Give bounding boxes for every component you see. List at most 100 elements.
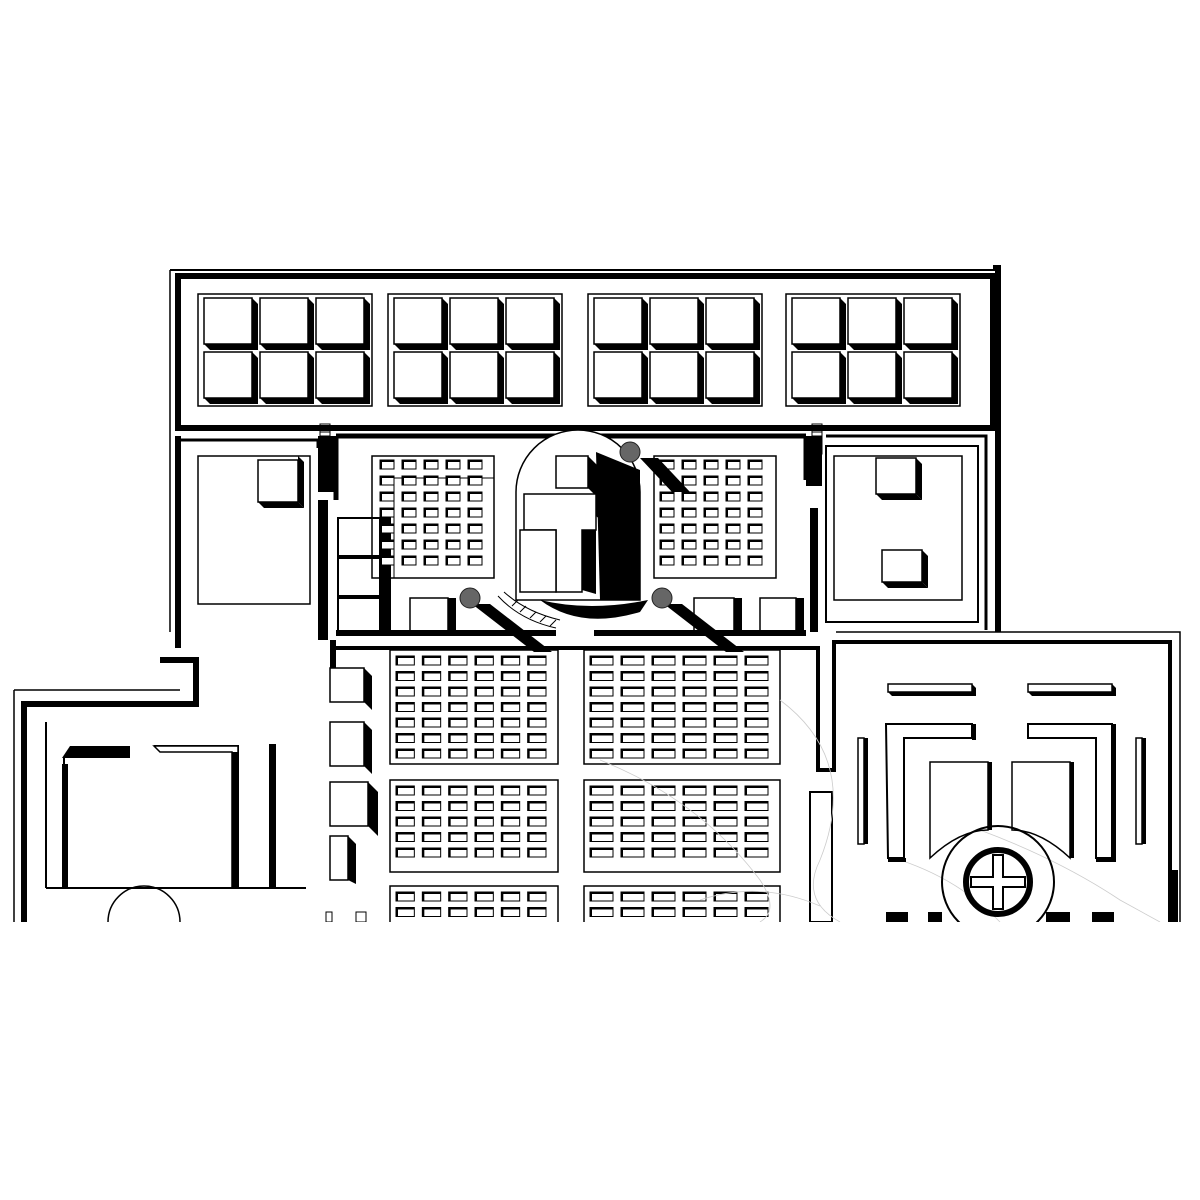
grave-shadow (527, 817, 546, 826)
grave-shadow (422, 801, 441, 811)
tomb-block (847, 297, 897, 345)
circular-cross (941, 825, 1055, 922)
grave-shadow (422, 687, 441, 696)
grave-shadow (422, 907, 441, 917)
grave-shadow (621, 687, 644, 696)
grave-shadow (726, 476, 740, 485)
grave-shadow (396, 892, 415, 901)
grave-shadow (501, 832, 520, 842)
tomb-block (315, 297, 365, 345)
grave-shadow (652, 786, 675, 795)
grave-shadow (652, 656, 675, 665)
grave-shadow (748, 476, 762, 485)
tomb-block (259, 351, 309, 399)
grave-shadow (475, 786, 494, 795)
grave-shadow (590, 848, 613, 857)
grave-shadow (745, 801, 768, 811)
grid-frame (583, 779, 781, 873)
grave-shadow (652, 749, 675, 758)
grave-shadow (448, 687, 467, 696)
grave-shadow (396, 801, 415, 811)
grave-shadow (590, 801, 613, 811)
grave-shadow (683, 687, 706, 696)
grave-shadow (448, 892, 467, 901)
grave-shadow (501, 671, 520, 681)
grave-shadow (683, 718, 706, 727)
grave-shadow (714, 907, 737, 917)
grave-shadow (652, 687, 675, 696)
grave-shadow (704, 492, 718, 501)
grave-shadow (682, 492, 696, 501)
grave-shadow (380, 540, 394, 549)
grave-shadow (446, 508, 460, 517)
grave-shadow (726, 508, 740, 517)
grave-shadow (501, 749, 520, 758)
grave-shadow (714, 801, 737, 811)
grave-shadow (422, 848, 441, 857)
tomb-block (705, 297, 755, 345)
grave-shadow (422, 749, 441, 758)
grave-shadow (446, 524, 460, 533)
grave-shadow (652, 892, 675, 901)
grave-shadow (402, 476, 416, 485)
tomb-block (505, 297, 555, 345)
grave-shadow (448, 702, 467, 712)
grave-shadow (501, 848, 520, 857)
grave-shadow (726, 492, 740, 501)
tree-icon (459, 587, 481, 609)
grave-shadow (714, 848, 737, 857)
grave-shadow (527, 801, 546, 811)
grave-shadow (748, 492, 762, 501)
grave-shadow (621, 656, 644, 665)
grave-shadow (621, 749, 644, 758)
grave-shadow (527, 687, 546, 696)
tomb-block (593, 297, 643, 345)
grave-shadow (714, 687, 737, 696)
grave-shadow (714, 832, 737, 842)
grave-shadow (621, 718, 644, 727)
grave-shadow (422, 718, 441, 727)
grave-shadow (448, 817, 467, 826)
tomb-block (791, 351, 841, 399)
grave-shadow (468, 492, 482, 501)
grave-shadow (590, 892, 613, 901)
grave-shadow (501, 907, 520, 917)
grave-shadow (527, 749, 546, 758)
grave-shadow (446, 492, 460, 501)
grave-shadow (501, 687, 520, 696)
grave-shadow (745, 656, 768, 665)
grave-shadow (745, 817, 768, 826)
tomb-block (791, 297, 841, 345)
grave-shadow (396, 817, 415, 826)
grave-shadow (683, 801, 706, 811)
grave-shadow (422, 832, 441, 842)
grave-shadow (683, 848, 706, 857)
tomb-block (903, 297, 953, 345)
grave-shadow (660, 508, 674, 517)
grave-shadow (714, 656, 737, 665)
grave-shadow (468, 476, 482, 485)
grave-shadow (527, 832, 546, 842)
grave-shadow (683, 671, 706, 681)
grave-shadow (527, 702, 546, 712)
grave-shadow (422, 733, 441, 743)
grave-shadow (683, 907, 706, 917)
grave-shadow (714, 702, 737, 712)
grave-shadow (448, 848, 467, 857)
grave-shadow (448, 786, 467, 795)
grave-shadow (590, 671, 613, 681)
south-east-garden (599, 683, 1178, 922)
grave-shadow (422, 702, 441, 712)
grave-shadow (402, 524, 416, 533)
tomb-block (903, 351, 953, 399)
grave-shadow (590, 786, 613, 795)
grave-shadow (422, 892, 441, 901)
grave-shadow (448, 733, 467, 743)
grave-shadow (424, 476, 438, 485)
grave-shadow (590, 749, 613, 758)
grave-shadow (468, 460, 482, 469)
grave-shadow (396, 733, 415, 743)
grave-shadow (424, 492, 438, 501)
grave-shadow (660, 524, 674, 533)
grave-shadow (422, 656, 441, 665)
